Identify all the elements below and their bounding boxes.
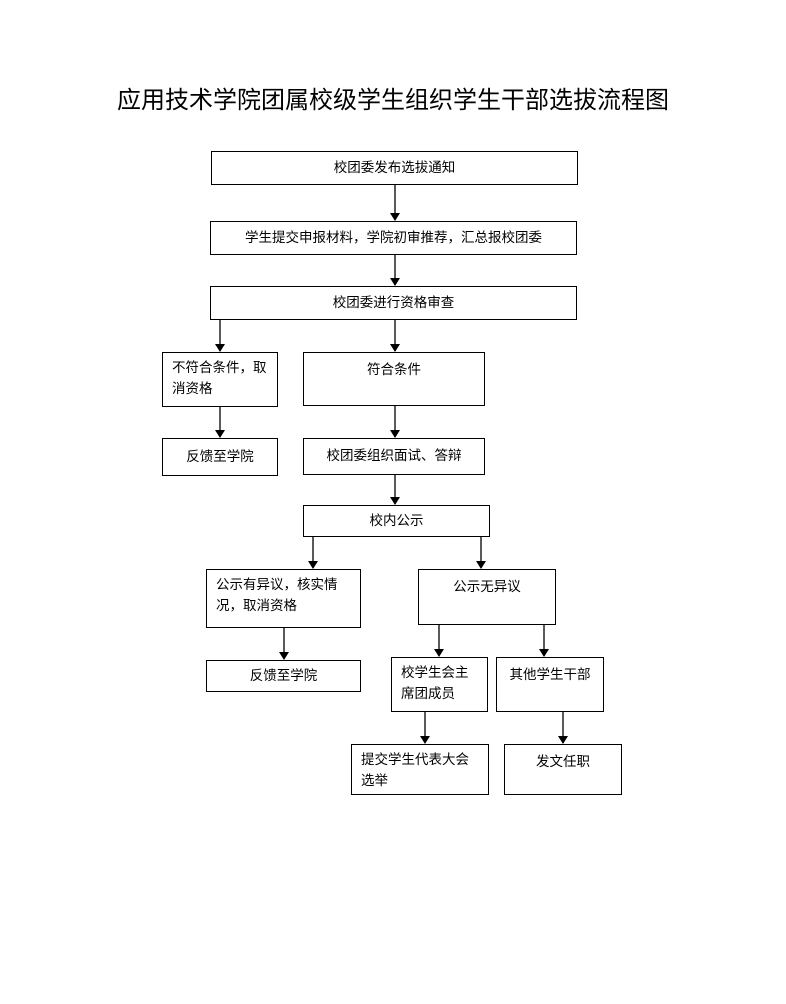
node-objection: 公示有异议，核实情况，取消资格: [206, 569, 361, 628]
node-not-qualified: 不符合条件，取消资格: [162, 352, 278, 407]
node-interview: 校团委组织面试、答辩: [303, 438, 485, 475]
node-publicity: 校内公示: [303, 505, 490, 537]
node-submit: 学生提交申报材料，学院初审推荐，汇总报校团委: [210, 221, 577, 255]
node-review: 校团委进行资格审查: [210, 286, 577, 320]
node-appoint: 发文任职: [504, 744, 622, 795]
node-congress: 提交学生代表大会选举: [351, 744, 489, 795]
node-notice: 校团委发布选拔通知: [211, 151, 578, 185]
node-feedback-1: 反馈至学院: [162, 438, 278, 476]
node-other-cadres: 其他学生干部: [496, 657, 604, 712]
node-presidium: 校学生会主席团成员: [391, 657, 488, 712]
node-feedback-2: 反馈至学院: [206, 660, 361, 692]
node-qualified: 符合条件: [303, 352, 485, 406]
page-title: 应用技术学院团属校级学生组织学生干部选拔流程图: [117, 86, 669, 114]
node-no-objection: 公示无异议: [418, 569, 556, 625]
